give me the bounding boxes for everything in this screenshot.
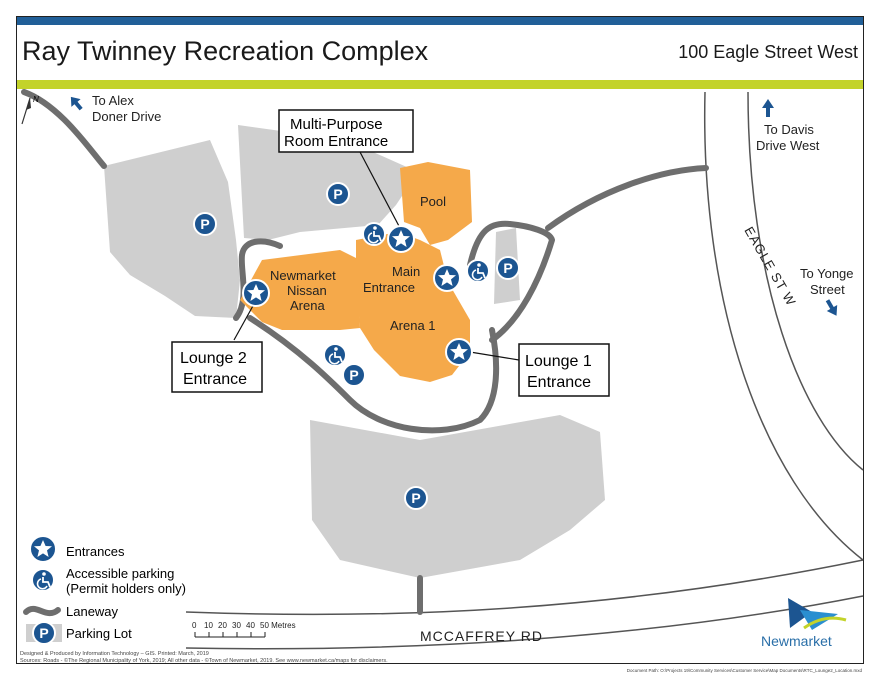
callout-box-lounge2 xyxy=(171,341,263,393)
parking-letter: P xyxy=(333,186,342,202)
laneway-east-connector xyxy=(545,165,709,231)
legend-laneway-label: Laneway xyxy=(66,604,119,619)
footer-doc-path: Document Path: O:\Projects 19\Community … xyxy=(626,668,862,673)
north-arrow: N xyxy=(21,95,39,125)
parking-letter: P xyxy=(349,367,358,383)
nissan-label-1: Newmarket xyxy=(270,268,336,283)
arena1-label: Arena 1 xyxy=(390,318,436,333)
legend: Entrances Accessible parking (Permit hol… xyxy=(23,535,186,645)
eagle-street xyxy=(703,91,864,561)
footer-credit: Designed & Produced by Information Techn… xyxy=(20,651,209,657)
parking-icon: P xyxy=(496,256,520,280)
davis-label-1: To Davis xyxy=(764,122,814,137)
scale-tick-label: 10 xyxy=(204,621,213,630)
parking-icon: P xyxy=(342,363,366,387)
main-entrance-label-2: Entrance xyxy=(363,280,415,295)
scale-tick-label: 20 xyxy=(218,621,227,630)
parking-icon: P xyxy=(404,486,428,510)
parking-lots xyxy=(104,125,605,578)
legend-accessible-label-2: (Permit holders only) xyxy=(66,581,186,596)
parking-letter: P xyxy=(411,490,420,506)
callout-lounge2-2: Entrance xyxy=(183,371,247,388)
arrow-icon xyxy=(762,99,774,117)
legend-parking-label: Parking Lot xyxy=(66,626,132,641)
parking-letter: P xyxy=(503,260,512,276)
newmarket-logo-icon xyxy=(788,598,847,630)
arrow-icon xyxy=(825,299,838,316)
address-label: 100 Eagle Street West xyxy=(678,42,858,62)
laneway-south-loop xyxy=(247,315,500,434)
newmarket-logo-text: Newmarket xyxy=(761,633,832,649)
callout-multi-purpose-2: Room Entrance xyxy=(284,133,388,150)
legend-entrances-label: Entrances xyxy=(66,544,125,559)
parking-lot-west xyxy=(104,140,240,318)
parking-lot-north xyxy=(238,125,418,240)
scale-tick-label: 50 Metres xyxy=(260,621,296,630)
wheelchair-icon xyxy=(466,259,490,283)
alex-doner-label-2: Doner Drive xyxy=(92,109,161,124)
footer-sources: Sources: Roads - ©The Regional Municipal… xyxy=(20,658,388,664)
scale-tick-label: 30 xyxy=(232,621,241,630)
callout-box-multi-purpose xyxy=(278,109,414,153)
legend-accessible-label-1: Accessible parking xyxy=(66,566,174,581)
parking-icon: P xyxy=(193,212,217,236)
wheelchair-icon xyxy=(323,343,347,367)
parking-icon: P xyxy=(326,182,350,206)
main-entrance-label-1: Main xyxy=(392,264,420,279)
parking-letter: P xyxy=(200,216,209,232)
callout-lounge1-2: Entrance xyxy=(527,374,591,391)
laneway-east-loop xyxy=(467,220,555,343)
nissan-label-3: Arena xyxy=(290,298,325,313)
north-label: N xyxy=(33,95,39,104)
legend-wheelchair-icon xyxy=(31,568,55,592)
alex-doner-label-1: To Alex xyxy=(92,93,134,108)
header-bar xyxy=(17,17,863,25)
davis-label-2: Drive West xyxy=(756,138,820,153)
parking-lot-south xyxy=(310,415,605,578)
legend-star-icon xyxy=(29,535,57,563)
nissan-label-2: Nissan xyxy=(287,283,327,298)
wheelchair-icon xyxy=(362,222,386,246)
building-labels: Pool Newmarket Nissan Arena Main Entranc… xyxy=(270,194,446,333)
callout-multi-purpose-1: Multi-Purpose xyxy=(290,116,383,133)
eagle-street-label: EAGLE ST W xyxy=(741,224,799,309)
arrow-icon xyxy=(70,96,83,111)
callout-lounge1-1: Lounge 1 xyxy=(525,353,592,370)
pool-label: Pool xyxy=(420,194,446,209)
mccaffrey-road xyxy=(185,559,864,650)
yonge-label-2: Street xyxy=(810,282,845,297)
callout-lounge2-1: Lounge 2 xyxy=(180,350,247,367)
pool-building xyxy=(400,162,472,245)
scale-bar: 0 10 20 30 40 50 Metres xyxy=(192,621,296,638)
map-markers: P P P P P xyxy=(193,182,520,510)
nissan-arena-building xyxy=(240,250,360,330)
legend-parking-letter: P xyxy=(39,625,48,641)
scale-tick-label: 40 xyxy=(246,621,255,630)
entrance-star-icon xyxy=(387,225,415,253)
entrance-star-icon xyxy=(445,338,473,366)
direction-labels: To Alex Doner Drive To Davis Drive West … xyxy=(92,93,854,297)
entrance-star-icon xyxy=(242,279,270,307)
callout-boxes: Multi-Purpose Room Entrance Lounge 2 Ent… xyxy=(171,109,610,397)
legend-laneway-swatch xyxy=(23,605,61,617)
page-title: Ray Twinney Recreation Complex xyxy=(22,36,429,66)
scale-tick-label: 0 xyxy=(192,621,197,630)
callout-leaders xyxy=(233,151,520,361)
legend-parking-icon: P xyxy=(32,621,56,645)
direction-arrows xyxy=(70,96,838,316)
entrance-star-icon xyxy=(433,264,461,292)
accent-bar xyxy=(17,80,863,89)
laneways xyxy=(21,89,709,615)
mccaffrey-road-label: MCCAFFREY RD xyxy=(420,628,543,644)
callout-box-lounge1 xyxy=(518,343,610,397)
laneway-north xyxy=(21,89,107,169)
yonge-label-1: To Yonge xyxy=(800,266,854,281)
